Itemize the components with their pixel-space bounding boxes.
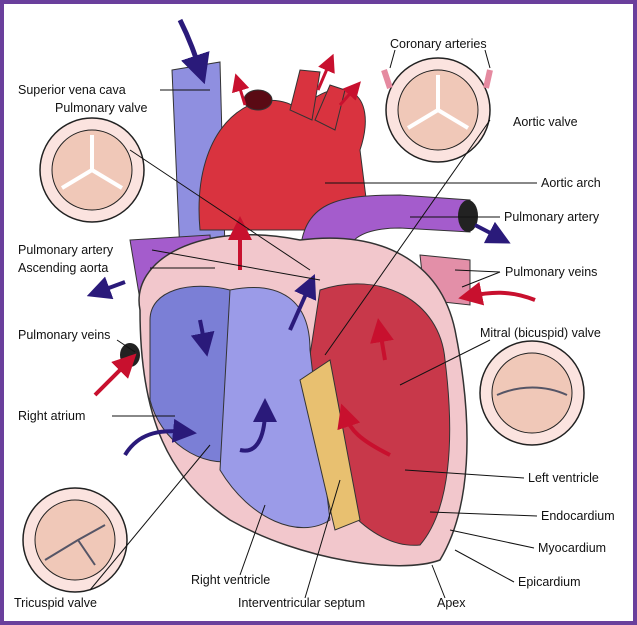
pulmonary-valve-inset — [39, 117, 145, 223]
label-pulmonary-veins-right: Pulmonary veins — [505, 265, 598, 279]
interventricular-septum — [299, 359, 361, 531]
label-superior-vena-cava: Superior vena cava — [18, 83, 126, 97]
label-tricuspid-valve: Tricuspid valve — [14, 596, 97, 610]
mitral-valve-inset — [479, 340, 585, 446]
aorta-opening — [243, 89, 273, 111]
label-pulmonary-veins-left: Pulmonary veins — [18, 328, 111, 342]
leader-lines — [89, 49, 538, 599]
tricuspid-valve-inset — [22, 487, 128, 593]
label-coronary-arteries: Coronary arteries — [390, 37, 487, 51]
label-left-ventricle: Left ventricle — [528, 471, 599, 485]
label-pulmonary-artery-right: Pulmonary artery — [504, 210, 600, 224]
label-apex: Apex — [437, 596, 466, 610]
label-interventricular-septum: Interventricular septum — [238, 596, 366, 610]
label-mitral-valve: Mitral (bicuspid) valve — [480, 326, 601, 340]
pulmonary-artery-opening — [458, 200, 478, 232]
pulmonary-vein-opening — [120, 343, 140, 367]
label-myocardium: Myocardium — [538, 541, 607, 555]
label-ascending-aorta: Ascending aorta — [18, 261, 109, 275]
blood-flow-arrows — [86, 18, 536, 457]
label-aortic-valve: Aortic valve — [513, 115, 578, 129]
label-right-ventricle: Right ventricle — [191, 573, 271, 587]
label-pulmonary-valve: Pulmonary valve — [55, 101, 148, 115]
label-right-atrium: Right atrium — [18, 409, 86, 423]
label-endocardium: Endocardium — [541, 509, 615, 523]
label-pulmonary-artery-left: Pulmonary artery — [18, 243, 114, 257]
label-aortic-arch: Aortic arch — [541, 176, 601, 190]
aortic-valve-inset — [381, 57, 493, 163]
label-epicardium: Epicardium — [518, 575, 581, 589]
